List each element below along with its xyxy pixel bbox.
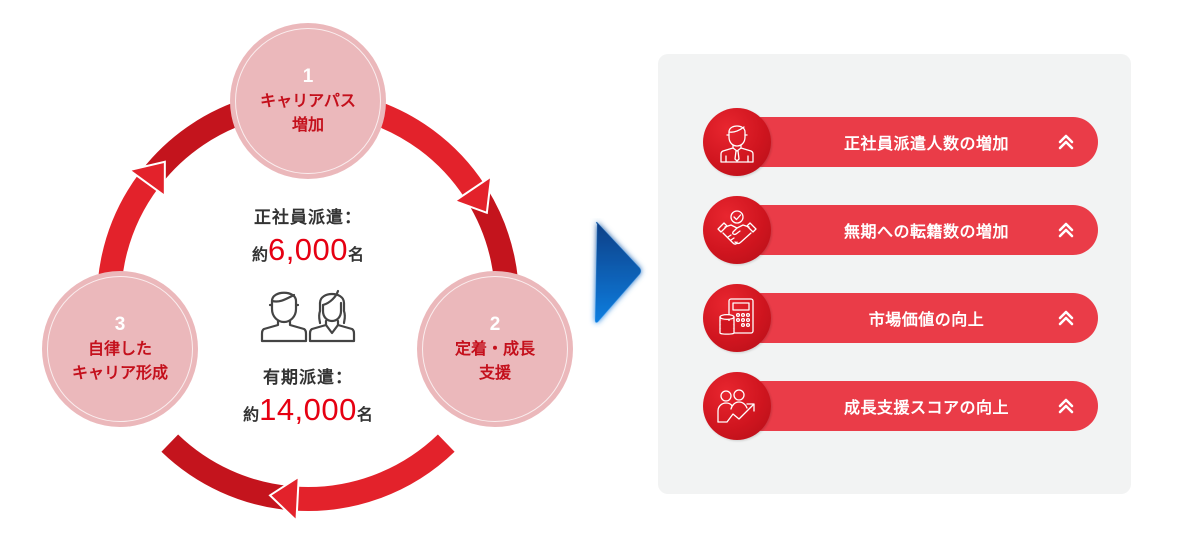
benefit-icon-circle — [703, 108, 771, 176]
stat-suffix: 名 — [348, 245, 365, 264]
people-pair-icon — [260, 289, 356, 343]
stat-label: 有期派遣： — [263, 368, 353, 388]
cycle-arrowhead-icon — [452, 174, 493, 215]
benefit-item: 無期への転籍数の増加 — [703, 195, 1098, 265]
stage-label: 定着・成長 支援 — [454, 339, 535, 382]
benefit-label: 市場価値の向上 — [868, 310, 985, 329]
benefit-item: 正社員派遣人数の増加 — [703, 107, 1098, 177]
handshake-check-icon — [717, 210, 757, 245]
benefit-pill: 成長支援スコアの向上 — [737, 381, 1098, 431]
double-chevron-up-icon[interactable] — [1056, 396, 1076, 416]
benefit-icon-circle — [703, 284, 771, 352]
stat-value-line: 約14,000名 — [218, 392, 398, 428]
play-arrow-right-icon — [594, 221, 642, 324]
cycle-arrowhead-icon — [268, 474, 300, 523]
benefit-label: 無期への転籍数の増加 — [843, 222, 1009, 241]
benefits-panel: 正社員派遣人数の増加 無期への転籍数の増加 — [658, 54, 1131, 494]
cycle-arrowhead-icon — [126, 160, 166, 198]
businessman-icon — [720, 125, 754, 163]
stat-prefix: 約 — [243, 405, 260, 424]
benefit-pill: 市場価値の向上 — [737, 293, 1098, 343]
ring-segment-2-to-3 — [293, 434, 455, 511]
double-chevron-up-icon[interactable] — [1056, 132, 1076, 152]
stage-label: キャリアパス 増加 — [260, 91, 356, 134]
calculator-coins-icon — [719, 298, 754, 335]
stage-label: 自律した キャリア形成 — [71, 339, 168, 382]
stage-number: 1 — [302, 66, 314, 87]
benefit-pill: 無期への転籍数の増加 — [737, 205, 1098, 255]
stat-label: 正社員派遣： — [254, 208, 362, 228]
benefit-item: 成長支援スコアの向上 — [703, 371, 1098, 441]
stat-value-line: 約6,000名 — [218, 232, 398, 268]
stage-1-circle: 1 キャリアパス 増加 — [230, 23, 386, 179]
stat-value: 14,000 — [259, 392, 357, 427]
benefit-label: 成長支援スコアの向上 — [843, 398, 1009, 417]
ring-segment-2-to-3-tail — [161, 434, 292, 511]
stage-number: 3 — [114, 314, 126, 335]
benefit-item: 市場価値の向上 — [703, 283, 1098, 353]
stage-number: 2 — [489, 314, 501, 335]
career-cycle-diagram: 1 キャリアパス 増加 2 定着・成長 支援 3 自律した キャリア形成 正社員… — [42, 23, 573, 523]
stat-fixed-term-dispatch: 有期派遣： 約14,000名 — [218, 363, 398, 428]
benefit-icon-circle — [703, 372, 771, 440]
double-chevron-up-icon[interactable] — [1056, 308, 1076, 328]
double-chevron-up-icon[interactable] — [1056, 220, 1076, 240]
benefit-icon-circle — [703, 196, 771, 264]
benefit-label: 正社員派遣人数の増加 — [843, 134, 1009, 153]
stage-3-circle: 3 自律した キャリア形成 — [42, 271, 198, 427]
people-growth-icon — [717, 389, 755, 423]
stat-fulltime-dispatch: 正社員派遣： 約6,000名 — [218, 203, 398, 268]
stat-prefix: 約 — [251, 245, 268, 264]
stat-value: 6,000 — [267, 232, 349, 267]
benefit-pill: 正社員派遣人数の増加 — [737, 117, 1098, 167]
stage-2-circle: 2 定着・成長 支援 — [417, 271, 573, 427]
stat-suffix: 名 — [356, 405, 373, 424]
